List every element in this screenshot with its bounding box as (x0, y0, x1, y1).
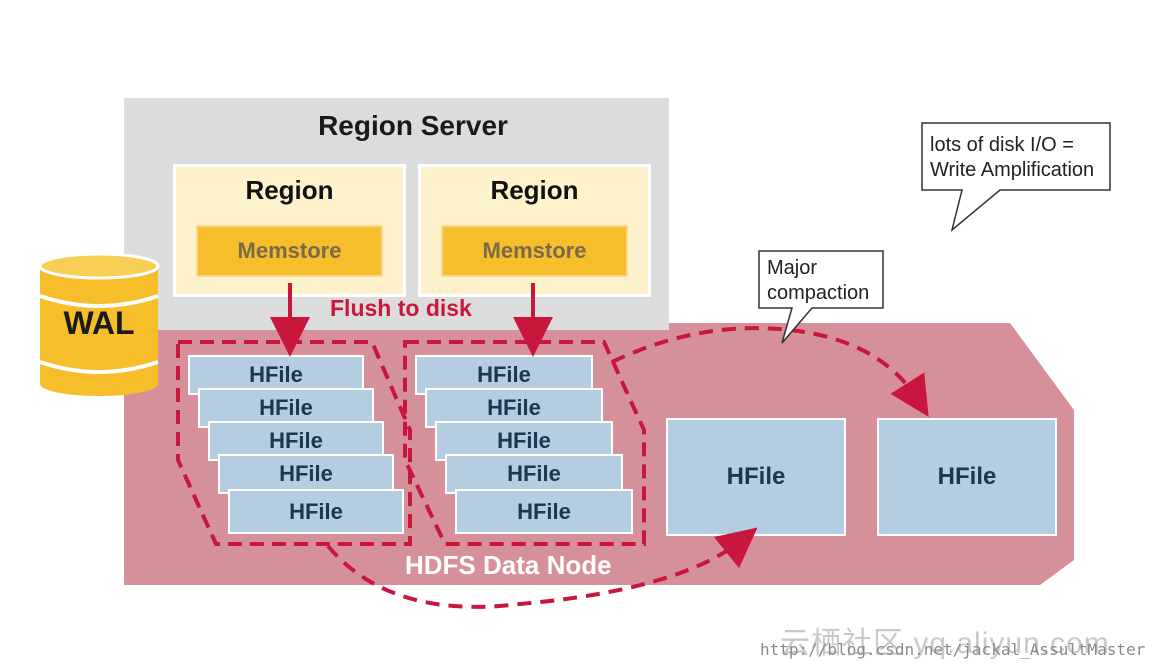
callout-major-line2: compaction (767, 282, 870, 304)
compaction-arrow-top (611, 326, 929, 417)
compaction-arrow-bottom (326, 527, 758, 609)
flush-to-disk-label: Flush to disk (330, 295, 472, 321)
region-server-title: Region Server (318, 110, 508, 141)
callout-io-line1: lots of disk I/O = (930, 134, 1074, 156)
region-title: Region (245, 175, 334, 205)
hfile-block: HFile (218, 454, 394, 494)
compacted-hfile-2: HFile (877, 418, 1057, 536)
hfile-block: HFile (228, 489, 404, 534)
memstore-block: Memstore (441, 225, 628, 277)
hfile-block: HFile (455, 489, 633, 534)
callout-major-line1: Major (767, 257, 818, 279)
wal-cylinder-icon (38, 252, 160, 396)
memstore-block: Memstore (196, 225, 383, 277)
hfile-group-outline-left (176, 340, 412, 546)
hdfs-data-node-label: HDFS Data Node (405, 550, 612, 580)
region-box-1: Region Memstore (173, 164, 406, 297)
watermark-site: 云栖社区 yq.aliyun.com (780, 627, 1110, 660)
watermark-url: http://blog.csdn.net/jackal_AssultMaster (760, 640, 1146, 659)
hfile-group-outline-right (403, 340, 646, 546)
callout-io-line2: Write Amplification (930, 159, 1095, 181)
region-title: Region (490, 175, 579, 205)
callout-io-bubble (921, 122, 1111, 233)
wal-label: WAL (63, 305, 135, 341)
callout-major-bubble (758, 250, 884, 344)
compacted-hfile-1: HFile (666, 418, 846, 536)
